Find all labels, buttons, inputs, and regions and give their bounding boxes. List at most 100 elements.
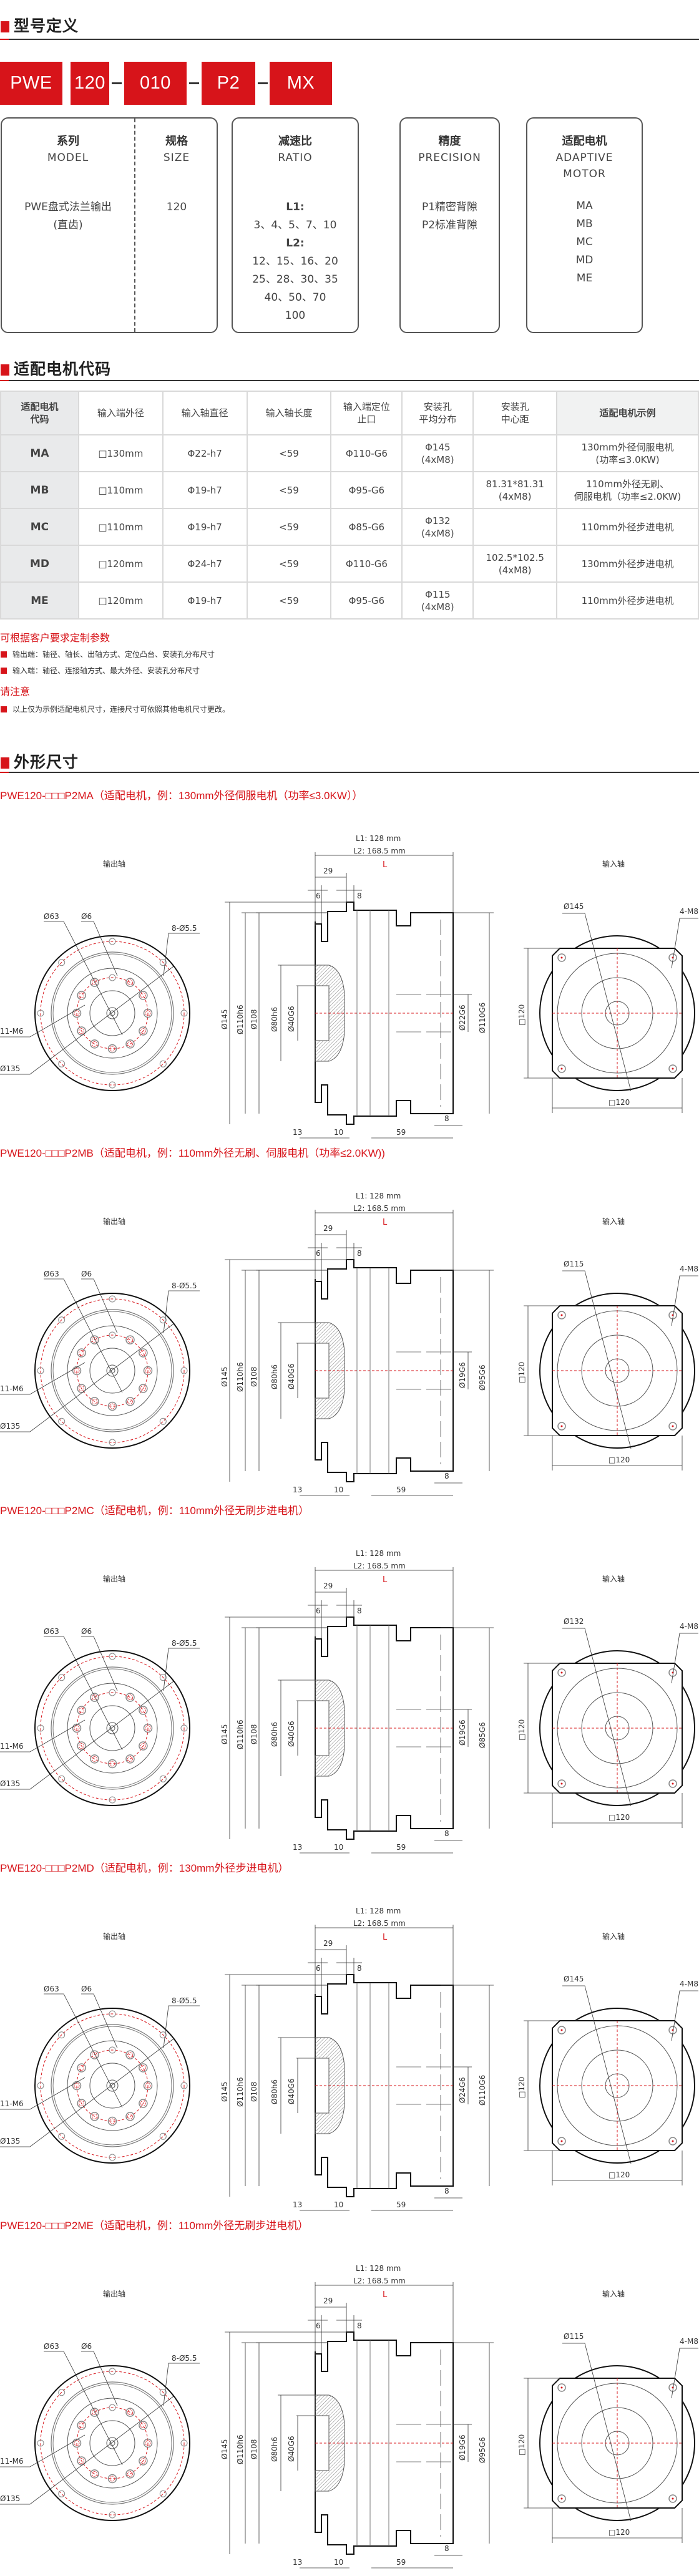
table-cell-code: MA xyxy=(0,434,79,472)
input-shaft-label: 输入轴 xyxy=(602,1575,625,1583)
dimension-label: 6 xyxy=(316,1964,321,1973)
length-l2-label: L2: 168.5 mm xyxy=(353,2277,406,2285)
dimension-label: Ø145 xyxy=(220,2081,229,2102)
input-shaft-label: 输入轴 xyxy=(602,2290,625,2298)
input-pcd-label: Ø145 xyxy=(564,902,584,911)
dimension-label: Ø80h6 xyxy=(270,1364,279,1389)
dimension-label: 6 xyxy=(316,2321,321,2330)
dimension-label: Ø108 xyxy=(250,1724,258,1744)
bullet-square-icon xyxy=(1,706,7,712)
card-title-en: RATIO xyxy=(278,152,313,164)
card-line: MC xyxy=(576,236,593,248)
dimension-label: 4-M8 xyxy=(680,907,698,916)
dimension-label: 29 xyxy=(323,867,333,875)
bullet-square-icon xyxy=(1,668,7,674)
dimension-label: Ø135 xyxy=(0,2137,21,2146)
dimension-label: 59 xyxy=(396,1485,406,1494)
table-header-spigot: 输入端定位 止口 xyxy=(330,391,403,435)
ratio-values: 12、15、16、20 xyxy=(252,255,338,268)
dimension-label: □120 xyxy=(609,2170,630,2179)
input-flange-view xyxy=(524,2343,698,2543)
input-pcd-label: Ø132 xyxy=(564,1617,584,1626)
length-l-label: L xyxy=(383,2290,388,2300)
ratio-values: 40、50、70 xyxy=(264,291,326,304)
dimension-label: 29 xyxy=(323,1939,333,1948)
dimension-label: Ø110h6 xyxy=(236,1719,245,1749)
dimension-label: Ø6 xyxy=(81,912,92,921)
table-cell-code: MC xyxy=(0,508,79,546)
bullet-square-icon xyxy=(1,651,7,658)
dimension-label: 8 xyxy=(444,1114,449,1123)
dimension-label: Ø108 xyxy=(250,1366,258,1387)
length-l2-label: L2: 168.5 mm xyxy=(353,1562,406,1570)
section-rule xyxy=(0,772,699,773)
customization-item: 输出端：轴径、轴长、出轴方式、定位凸台、安装孔分布尺寸 xyxy=(0,649,699,660)
technical-drawing xyxy=(0,1567,698,1854)
dimension-label: 8 xyxy=(444,2187,449,2195)
dimension-label: 11-M6 xyxy=(0,1384,24,1393)
output-shaft-label: 输出轴 xyxy=(103,1217,126,1226)
card-line: ME xyxy=(576,272,593,284)
table-cell-center xyxy=(472,581,558,620)
input-shaft-diameter-label: Ø22G6 xyxy=(458,1004,467,1031)
card-ratio: 减速比 RATIO L1: 3、4、5、7、10 L2: 12、15、16、20… xyxy=(232,117,359,333)
technical-drawing xyxy=(0,852,698,1139)
drawing-title: PWE120-□□□P2MB（适配电机，例：110mm外径无刷、伺服电机（功率≤… xyxy=(0,1147,385,1159)
length-l2-label: L2: 168.5 mm xyxy=(353,1204,406,1213)
table-cell-code: MD xyxy=(0,545,79,583)
ratio-group-label: L1: xyxy=(286,201,305,213)
dimension-label: 4-M8 xyxy=(680,2337,698,2346)
section-title: 型号定义 xyxy=(14,17,79,35)
dimension-label: Ø135 xyxy=(0,1422,21,1431)
code-segment-ratio: 010 xyxy=(124,62,187,105)
dimension-label: 8 xyxy=(357,1964,362,1973)
length-l-label: L xyxy=(383,860,388,870)
table-cell-outer: □110mm xyxy=(77,508,164,546)
card-title-en: PRECISION xyxy=(418,152,481,164)
output-flange-view xyxy=(0,2351,200,2521)
dimension-drawing-mc: PWE120-□□□P2MC（适配电机，例：110mm外径无刷步进电机）输出轴输… xyxy=(0,1504,699,1861)
customization-item: 输入端：轴径、连接轴方式、最大外径、安装孔分布尺寸 xyxy=(0,665,699,676)
dimension-label: □120 xyxy=(517,2434,526,2456)
dimension-drawing-me: PWE120-□□□P2ME（适配电机，例：110mm外径无刷步进电机）输出轴输… xyxy=(0,2219,699,2576)
note-text: 以上仅为示例适配电机尺寸，连接尺寸可依照其他电机尺寸更改。 xyxy=(12,705,230,714)
dimension-label: 8 xyxy=(357,2321,362,2330)
table-cell-shaft-l: <59 xyxy=(246,434,332,472)
dimension-label: 10 xyxy=(334,1843,344,1852)
dimension-drawing-md: PWE120-□□□P2MD（适配电机，例：130mm外径步进电机）输出轴输入轴… xyxy=(0,1861,699,2219)
card-line: MD xyxy=(575,254,594,266)
card-precision: 精度 PRECISION P1精密背隙 P2标准背隙 xyxy=(399,117,500,333)
table-header-shaft-length: 输入轴长度 xyxy=(246,391,332,435)
table-cell-center xyxy=(472,508,558,546)
dimension-label: □120 xyxy=(609,1456,630,1464)
output-shaft-label: 输出轴 xyxy=(103,1575,126,1583)
motor-code-table: 适配电机 代码输入端外径输入轴直径输入轴长度输入端定位 止口安装孔 平均分布安装… xyxy=(0,391,699,620)
table-cell-spigot: Φ110-G6 xyxy=(330,545,403,583)
table-cell-pcd xyxy=(401,471,474,509)
dimension-drawings: PWE120-□□□P2MA（适配电机，例：130mm外径伺服电机（功率≤3.0… xyxy=(0,789,699,2576)
output-flange-view xyxy=(0,1993,200,2164)
output-flange-view xyxy=(0,921,200,1091)
dimension-label: □120 xyxy=(517,2076,526,2098)
card-body: MA MB MC MD ME xyxy=(527,197,642,288)
table-cell-shaft-l: <59 xyxy=(246,471,332,509)
dimension-label: 59 xyxy=(396,2200,406,2209)
side-section-view xyxy=(225,2282,494,2569)
dimension-label: 13 xyxy=(293,2200,303,2209)
dimension-label: Ø40G6 xyxy=(287,2078,296,2104)
dimension-label: Ø6 xyxy=(81,1627,92,1636)
ratio-group-label: L2: xyxy=(286,237,305,250)
dimension-label: 59 xyxy=(396,2558,406,2567)
output-shaft-label: 输出轴 xyxy=(103,1932,126,1941)
technical-drawing xyxy=(0,2282,698,2569)
customization-title: 可根据客户要求定制参数 xyxy=(0,632,110,644)
card-title-cn: 适配电机 xyxy=(562,135,607,148)
length-l-label: L xyxy=(383,1575,388,1585)
table-cell-shaft-l: <59 xyxy=(246,508,332,546)
dimension-label: Ø63 xyxy=(44,2342,59,2351)
table-header-code: 适配电机 代码 xyxy=(0,391,79,435)
card-title-en: SIZE xyxy=(163,152,190,164)
dimension-label: 4-M8 xyxy=(680,1980,698,1988)
